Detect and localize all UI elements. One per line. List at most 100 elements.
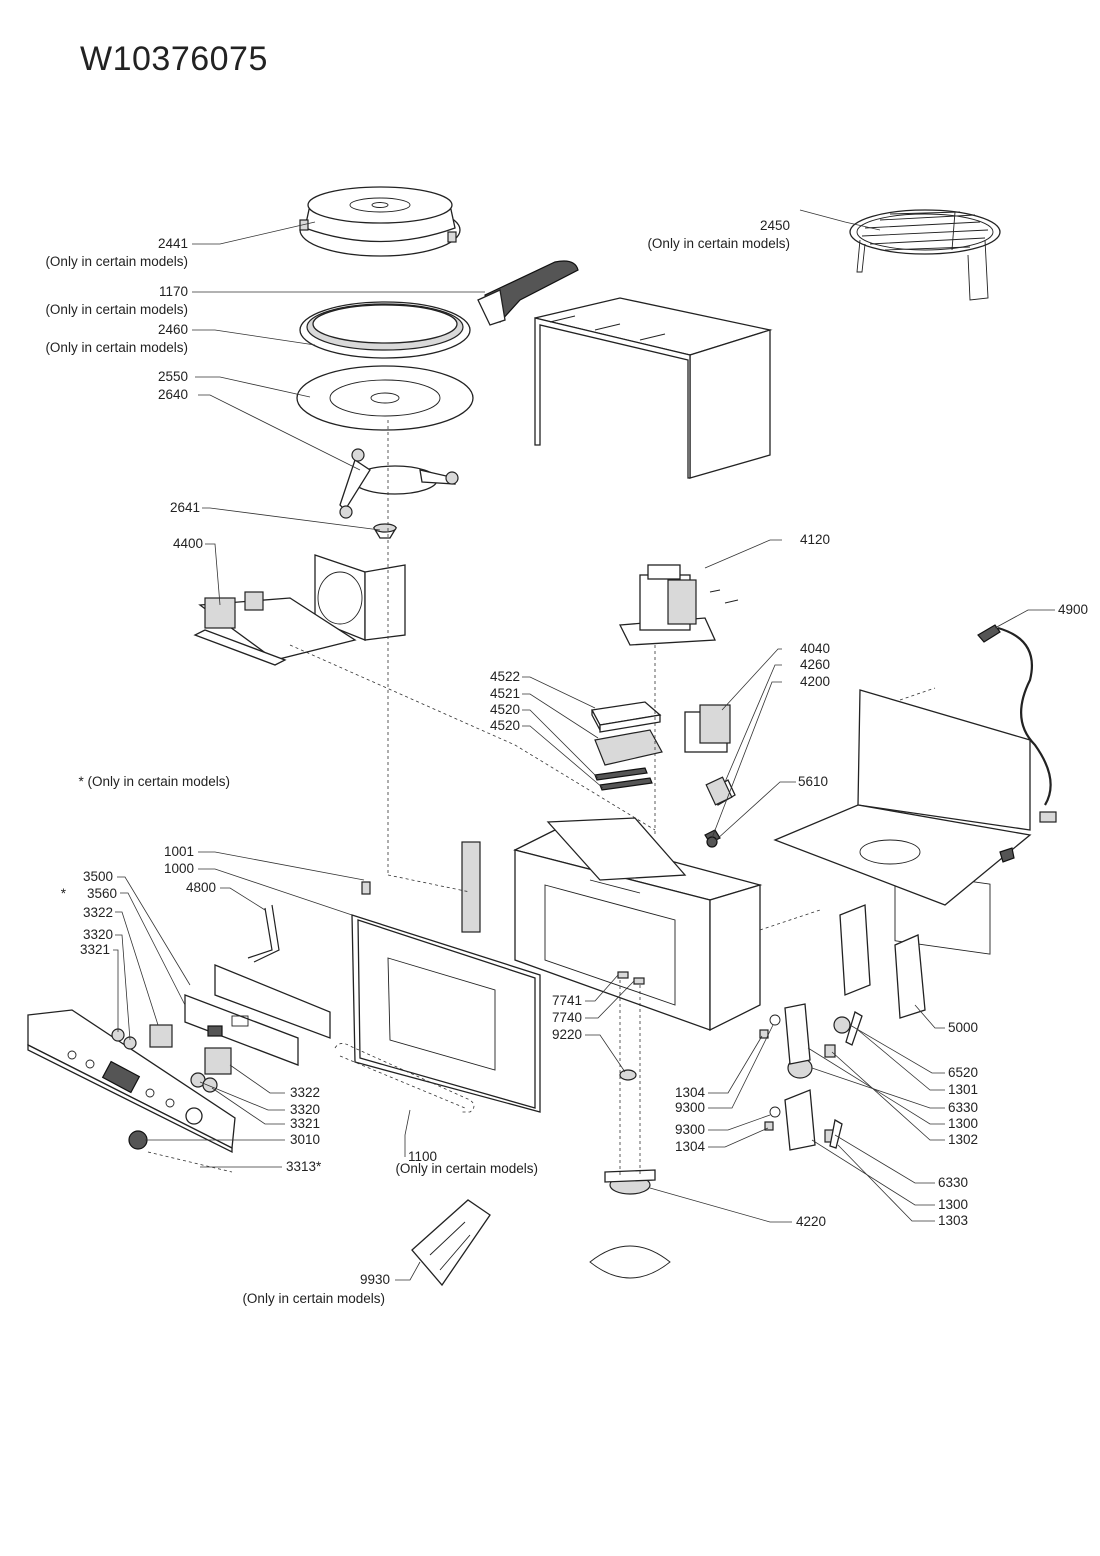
- part-1303-switch: [829, 1118, 843, 1149]
- part-3010-knob: [128, 1130, 148, 1150]
- callout-1301: 1301: [948, 1082, 978, 1097]
- callout-2441-note: (Only in certain models): [45, 254, 188, 269]
- diagram-title: W10376075: [80, 40, 268, 78]
- callout-4800: 4800: [186, 880, 216, 895]
- callout-1000: 1000: [164, 861, 194, 876]
- callout-2450-note: (Only in certain models): [647, 236, 790, 251]
- callout-1303: 1303: [938, 1213, 968, 1228]
- part-1300-switch-lower: [784, 1089, 816, 1151]
- part-1001-screw: [361, 881, 371, 895]
- callout-4520-b: 4520: [490, 718, 520, 733]
- callout-2460: 2460: [158, 322, 188, 337]
- part-4120-transformer: [618, 564, 739, 646]
- note-certain-models: * (Only in certain models): [78, 774, 230, 789]
- callout-4900: 4900: [1058, 602, 1088, 617]
- callout-1304-b: 1304: [675, 1139, 706, 1154]
- part-7740-bracket: [633, 977, 645, 985]
- part-2550-glass-plate: [296, 365, 474, 431]
- callout-2450: 2450: [760, 218, 790, 233]
- part-9300-spring-lower: [769, 1106, 781, 1118]
- part-4400-bracket: [193, 554, 406, 666]
- part-2460-tray: [299, 301, 471, 359]
- part-1100-gasket: [334, 1043, 475, 1113]
- callout-1100: 1100: [408, 1149, 437, 1164]
- part-1304-clip-upper: [759, 1029, 769, 1039]
- part-3322-knob-left: [149, 1024, 173, 1048]
- part-2641-coupler: [372, 523, 398, 539]
- part-1000-door: [351, 914, 541, 1113]
- callout-1304-a: 1304: [675, 1085, 706, 1100]
- callout-6520: 6520: [948, 1065, 978, 1080]
- callout-9220: 9220: [552, 1027, 582, 1042]
- callout-2460-note: (Only in certain models): [45, 340, 188, 355]
- part-3321-knob-right: [202, 1077, 218, 1093]
- callout-3322-a: 3322: [83, 905, 113, 920]
- callout-1302: 1302: [948, 1132, 978, 1147]
- part-cabinet-wrapper: [534, 297, 773, 479]
- part-1302-switch: [824, 1044, 836, 1058]
- callout-4400: 4400: [173, 536, 203, 551]
- callout-4260: 4260: [800, 657, 830, 672]
- part-1304-clip-lower: [764, 1121, 774, 1131]
- callout-1170: 1170: [159, 284, 188, 299]
- callout-9300-b: 9300: [675, 1122, 705, 1137]
- callout-3320-b: 3320: [290, 1102, 320, 1117]
- callout-4520-a: 4520: [490, 702, 520, 717]
- part-4520-heater: [594, 767, 653, 791]
- assembly-lines: [147, 420, 936, 1175]
- callout-6330-b: 6330: [938, 1175, 968, 1190]
- callout-6330-a: 6330: [948, 1100, 978, 1115]
- part-5610-thermostat: [706, 836, 718, 848]
- callout-2640: 2640: [158, 387, 188, 402]
- callout-5610: 5610: [798, 774, 828, 789]
- part-9930-stand: [411, 1199, 491, 1287]
- callout-3321-a: 3321: [80, 942, 110, 957]
- callout-3313: 3313*: [286, 1159, 322, 1174]
- part-1301-switch: [845, 1011, 863, 1046]
- part-4800-cable: [247, 904, 280, 963]
- part-3500-board: [214, 964, 331, 1039]
- leader-lines: [113, 209, 1055, 1281]
- part-2441-cover: [299, 186, 461, 257]
- callout-2641: 2641: [170, 500, 200, 515]
- callout-3320-a: 3320: [83, 927, 113, 942]
- callout-4040: 4040: [800, 641, 830, 656]
- callout-1100-note: (Only in certain models): [395, 1161, 538, 1176]
- callout-1300-a: 1300: [948, 1116, 978, 1131]
- callout-5000: 5000: [948, 1020, 978, 1035]
- callout-1001: 1001: [164, 844, 194, 859]
- part-9220-foot: [619, 1069, 637, 1081]
- part-1300-switch-upper: [784, 1003, 811, 1065]
- callout-9930-note: (Only in certain models): [242, 1291, 385, 1306]
- callout-1170-note: (Only in certain models): [45, 302, 188, 317]
- callout-9300-a: 9300: [675, 1100, 705, 1115]
- callout-3322-b: 3322: [290, 1085, 320, 1100]
- callout-7740: 7740: [552, 1010, 582, 1025]
- part-2640-roller-support: [339, 448, 459, 519]
- callout-4120: 4120: [800, 532, 830, 547]
- part-9300-spring-upper: [769, 1014, 781, 1026]
- part-3560-board: [184, 994, 299, 1066]
- callout-2441: 2441: [158, 236, 188, 251]
- callout-4220: 4220: [796, 1214, 826, 1229]
- part-2450-rack: [849, 209, 1001, 301]
- callout-1300-b: 1300: [938, 1197, 968, 1212]
- callout-3010: 3010: [290, 1132, 320, 1147]
- part-4260-capacitor: [705, 776, 736, 806]
- callout-7741: 7741: [552, 993, 582, 1008]
- part-5000-board: [839, 904, 926, 1019]
- callout-3560-star: *: [61, 886, 67, 901]
- callout-3321-b: 3321: [290, 1116, 320, 1131]
- part-control-panel: [27, 1009, 236, 1154]
- part-4522-cover: [590, 701, 662, 733]
- part-4900-power-cord: [977, 624, 1052, 806]
- part-cavity: [461, 817, 763, 1032]
- callout-4200: 4200: [800, 674, 830, 689]
- part-4521-insulation: [594, 729, 663, 766]
- part-rear-panel: [773, 689, 1057, 955]
- callout-9930: 9930: [360, 1272, 390, 1287]
- callout-4521: 4521: [490, 686, 520, 701]
- part-6520-switch: [833, 1016, 851, 1034]
- callout-4522: 4522: [490, 669, 520, 684]
- callout-3560: 3560: [87, 886, 117, 901]
